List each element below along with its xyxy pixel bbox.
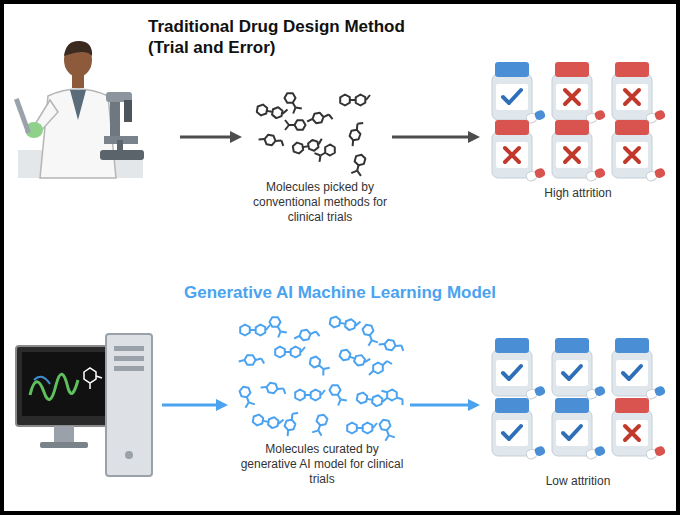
- figure-arrow: [162, 131, 242, 411]
- flow-arrow: [392, 131, 480, 143]
- scientist-figure: [14, 41, 144, 178]
- caption-text: Low attrition: [486, 474, 670, 489]
- caption-text: Molecules picked by conventional methods…: [250, 180, 390, 225]
- flow-arrow: [410, 399, 480, 411]
- illustration-group: High attrition: [486, 56, 670, 205]
- pill-bottles: [492, 62, 666, 460]
- molecule-cluster: [238, 91, 405, 441]
- illustration-group: Molecules curated by generative AI model…: [236, 312, 408, 491]
- caption-text: High attrition: [486, 186, 670, 201]
- computer-figure: [16, 334, 152, 476]
- caption-text: Molecules curated by generative AI model…: [236, 442, 408, 487]
- section-heading: Traditional Drug Design Method (Trial an…: [148, 16, 448, 58]
- illustration-group: Low attrition: [486, 332, 670, 493]
- illustration-group: Molecules picked by conventional methods…: [250, 86, 390, 229]
- section-heading: Generative AI Machine Learning Model: [40, 282, 640, 303]
